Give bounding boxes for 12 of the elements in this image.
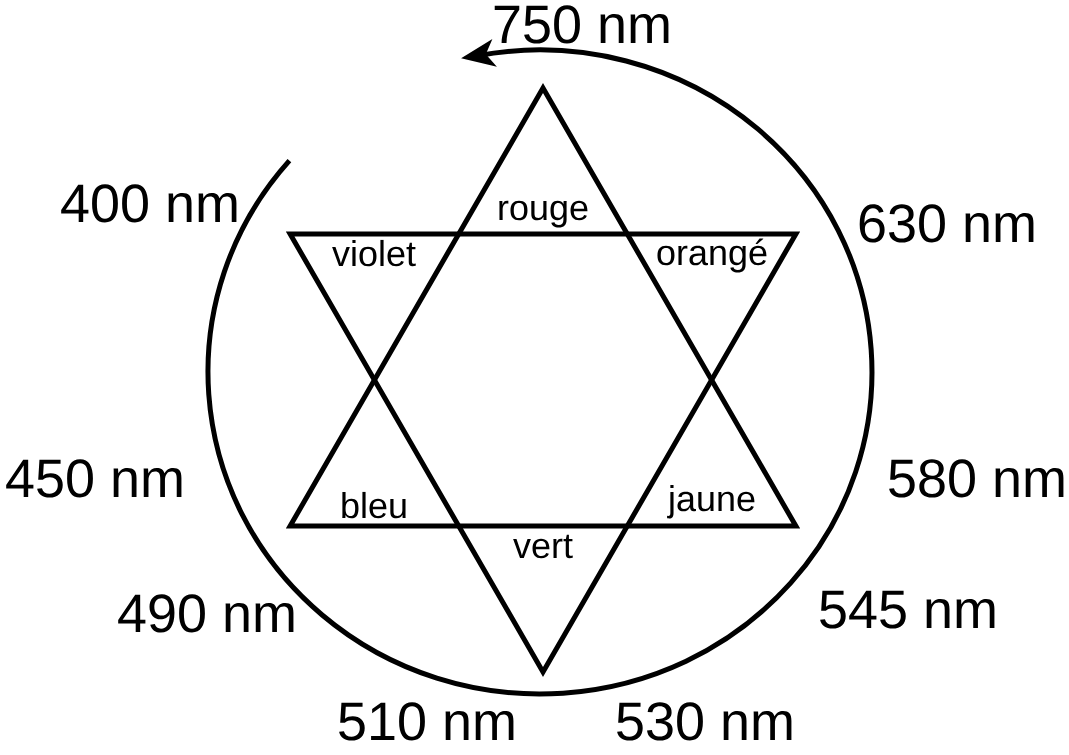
wavelength-label: 580 nm: [889, 459, 1064, 498]
wavelength-label: 400 nm: [61, 184, 237, 223]
color-name: vert: [513, 534, 573, 559]
color-name: rouge: [499, 200, 588, 228]
wavelength-label: 490 nm: [118, 594, 294, 633]
color-name: violet: [332, 239, 416, 267]
color-name: bleu: [342, 491, 406, 519]
wavelength-label: 630 nm: [859, 204, 1034, 243]
color-name: jaune: [667, 484, 755, 519]
wavelength-label: 545 nm: [820, 590, 995, 629]
color-name: orangé: [657, 238, 767, 273]
wavelength-label: 450 nm: [6, 459, 182, 498]
